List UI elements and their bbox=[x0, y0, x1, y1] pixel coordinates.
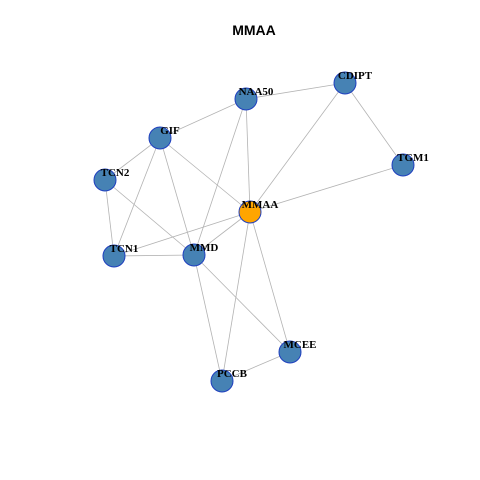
node-gif bbox=[148, 126, 172, 150]
node-mmd bbox=[182, 243, 206, 267]
edge-tcn1-mmd bbox=[113, 254, 195, 257]
node-label-gif: GIF bbox=[160, 125, 180, 137]
node-label-pccb: PCCB bbox=[217, 368, 248, 380]
node-tcn2 bbox=[93, 168, 117, 192]
edge-gif-mmd bbox=[159, 137, 195, 256]
edge-mmaa-mmd bbox=[193, 211, 251, 256]
graph-title: MMAA bbox=[232, 22, 276, 38]
edge-gif-tcn2 bbox=[104, 137, 161, 181]
edges-layer bbox=[104, 82, 404, 382]
edge-naa50-cdipt bbox=[245, 82, 346, 100]
edge-mmd-mcee bbox=[193, 254, 291, 353]
edge-naa50-mmd bbox=[193, 98, 247, 256]
edge-mmaa-mcee bbox=[249, 211, 291, 353]
node-label-cdipt: CDIPT bbox=[338, 70, 373, 82]
edge-mmaa-tcn1 bbox=[113, 211, 251, 257]
node-mmaa bbox=[238, 200, 262, 224]
node-label-tcn1: TCN1 bbox=[110, 243, 139, 255]
node-cdipt bbox=[333, 71, 357, 95]
edge-mmd-pccb bbox=[193, 254, 223, 382]
edge-gif-tcn1 bbox=[113, 137, 161, 257]
node-pccb bbox=[210, 369, 234, 393]
node-tcn1 bbox=[102, 244, 126, 268]
node-label-mmaa: MMAA bbox=[242, 199, 279, 211]
edge-naa50-gif bbox=[159, 98, 247, 139]
edge-mcee-pccb bbox=[221, 351, 291, 382]
nodes-layer bbox=[93, 71, 415, 393]
edge-cdipt-tgm1 bbox=[344, 82, 404, 166]
node-naa50 bbox=[234, 87, 258, 111]
node-label-tgm1: TGM1 bbox=[397, 152, 429, 164]
edge-gif-mmaa bbox=[159, 137, 251, 213]
node-label-naa50: NAA50 bbox=[239, 86, 274, 98]
node-tgm1 bbox=[391, 153, 415, 177]
edge-tgm1-mmaa bbox=[249, 164, 404, 213]
node-label-mcee: MCEE bbox=[284, 339, 317, 351]
edge-mmaa-pccb bbox=[221, 211, 251, 382]
edge-tcn2-mmd bbox=[104, 179, 195, 256]
edge-naa50-mmaa bbox=[245, 98, 251, 213]
node-label-mmd: MMD bbox=[190, 242, 219, 254]
edge-tcn2-tcn1 bbox=[104, 179, 115, 257]
edge-cdipt-mmaa bbox=[249, 82, 346, 213]
node-label-tcn2: TCN2 bbox=[101, 167, 130, 179]
node-mcee bbox=[278, 340, 302, 364]
